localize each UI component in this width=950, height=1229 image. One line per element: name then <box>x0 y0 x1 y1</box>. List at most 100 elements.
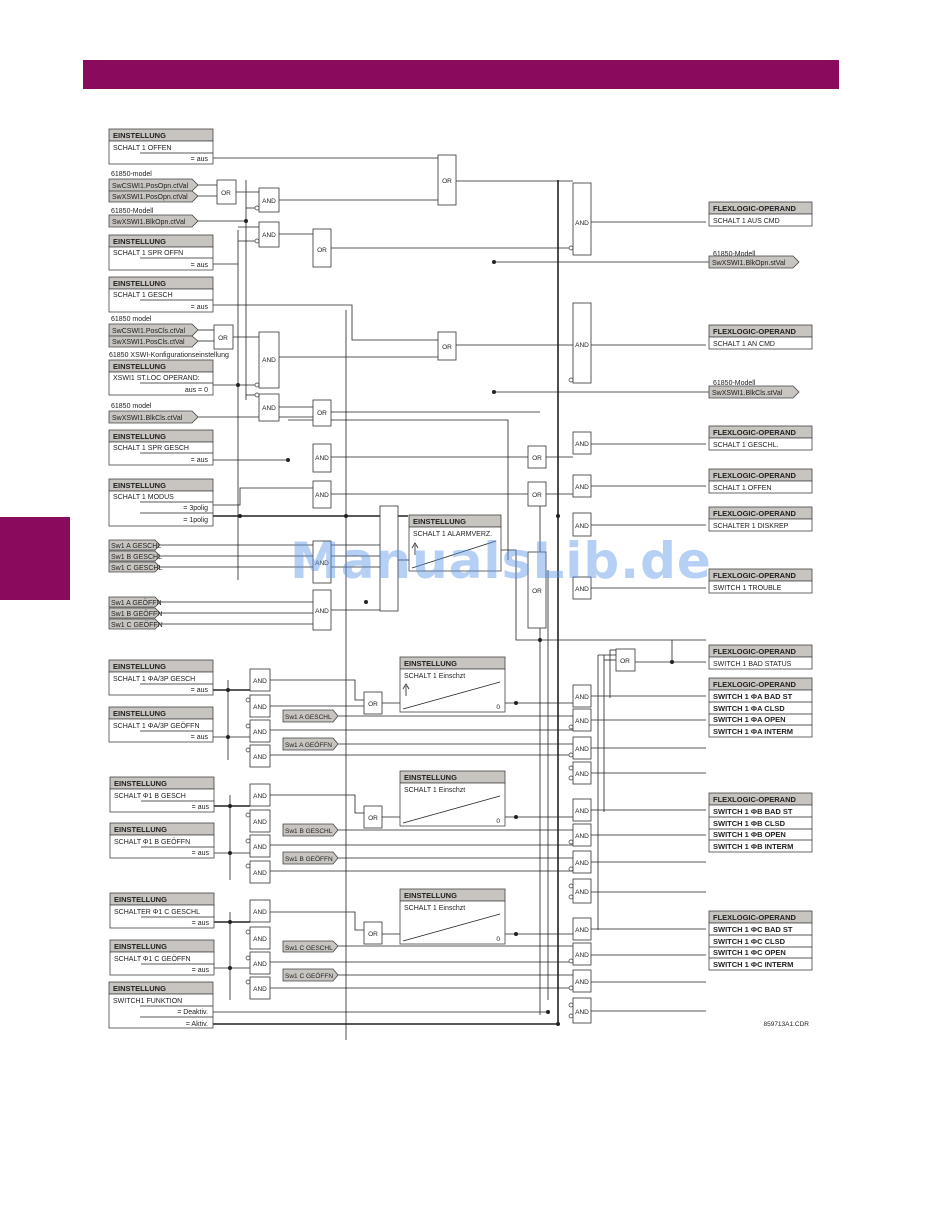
gate-label: OR <box>532 588 542 595</box>
tag-sw1-a-geoffn: Sw1 A GEÖFFN <box>282 737 339 751</box>
operand-header: FLEXLOGIC-OPERAND <box>713 680 797 689</box>
gate-label: AND <box>262 232 276 239</box>
input-label: SwXSWI1.BlkCls.ctVal <box>112 415 183 422</box>
setting-title: SWITCH1 FUNKTION <box>113 998 182 1005</box>
and-gate: AND <box>245 694 271 718</box>
input-label: SwXSWI1.BlkOpn.ctVal <box>112 219 186 226</box>
and-gate: AND <box>568 708 592 732</box>
and-gate: AND <box>249 783 271 807</box>
timer-header: EINSTELLUNG <box>404 659 457 668</box>
and-gate: AND <box>245 951 271 975</box>
setting-title: SCHALT 1 GESCH <box>113 292 173 299</box>
output-blk-cls: SwXSWI1.BlkCls.stVal <box>708 385 800 399</box>
input-label: SwCSWI1.PosOpn.ctVal <box>112 183 189 190</box>
and-gate: AND <box>245 719 271 743</box>
setting-box-phase-a-geoffn: EINSTELLUNG SCHALT 1 ΦA/3P GEÖFFN = aus <box>108 706 214 743</box>
gate-label: OR <box>368 931 378 938</box>
timer-header: EINSTELLUNG <box>404 891 457 900</box>
gate-label: AND <box>315 492 329 499</box>
setting-title: SCHALT 1 SPR GESCH <box>113 445 189 452</box>
operand-bad-status: FLEXLOGIC-OPERAND SWITCH 1 BAD STATUS <box>708 644 813 670</box>
and-gate: AND <box>568 969 592 993</box>
setting-header: EINSTELLUNG <box>114 825 167 834</box>
and-gate: AND <box>245 926 271 950</box>
setting-value: = aus <box>192 967 210 974</box>
or-gate: OR <box>312 399 332 427</box>
operand-header: FLEXLOGIC-OPERAND <box>713 571 797 580</box>
setting-title: SCHALT Φ1 C GEÖFFN <box>114 955 191 963</box>
gate-label: AND <box>575 441 589 448</box>
setting-value: aus = 0 <box>185 387 208 394</box>
setting-box-schalt1-gesch: EINSTELLUNG SCHALT 1 GESCH = aus <box>108 276 214 313</box>
operand-header: FLEXLOGIC-OPERAND <box>713 795 797 804</box>
model-label: 61850 XSWI-Konfigurationseinstellung <box>109 352 229 359</box>
gate-label: AND <box>575 808 589 815</box>
input-blk-cls: SwXSWI1.BlkCls.ctVal <box>108 410 199 424</box>
input-sw1-a-geoffn: Sw1 A GEÖFFN <box>108 596 162 608</box>
setting-box-phase-b-gesch: EINSTELLUNG SCHALT Φ1 B GESCH = aus <box>109 776 215 813</box>
gate-label: OR <box>317 247 327 254</box>
tag-label: Sw1 C GEÖFFN <box>285 972 333 980</box>
gate-label: AND <box>575 860 589 867</box>
operand-item: SWITCH 1 ΦC BAD ST <box>713 925 793 934</box>
operand-item: SWITCH 1 ΦC INTERM <box>713 960 793 969</box>
operand-header: FLEXLOGIC-OPERAND <box>713 428 797 437</box>
timer-header: EINSTELLUNG <box>413 517 466 526</box>
figure-code: 859713A1.CDR <box>763 1021 809 1028</box>
output-label: SwXSWI1.BlkCls.stVal <box>712 390 783 397</box>
model-label: 61850-model <box>111 171 152 178</box>
gate-label: AND <box>253 754 267 761</box>
setting-header: EINSTELLUNG <box>113 362 166 371</box>
model-label: 61850-Modell <box>713 380 756 387</box>
tag-sw1-a-geschl: Sw1 A GESCHL <box>282 709 339 723</box>
tag-label: Sw1 B GESCHL <box>285 828 333 835</box>
output-label: SwXSWI1.BlkOpn.stVal <box>712 260 786 267</box>
and-gate: AND <box>572 431 592 455</box>
setting-value: = aus <box>192 850 210 857</box>
gate-label: AND <box>575 746 589 753</box>
gate-label: AND <box>575 718 589 725</box>
tag-sw1-b-geschl: Sw1 B GESCHL <box>282 823 339 837</box>
setting-title: SCHALT 1 MODUS <box>113 494 174 501</box>
timer-title: SCHALT 1 Einschzt <box>404 673 465 680</box>
setting-title: SCHALT Φ1 B GEÖFFN <box>114 838 190 846</box>
input-sw1-a-geschl: Sw1 A GESCHL <box>108 539 161 551</box>
operand-item: SCHALTER 1 DISKREP <box>713 523 789 530</box>
gate-label: OR <box>442 344 452 351</box>
gate-label: OR <box>532 455 542 462</box>
operand-geschl: FLEXLOGIC-OPERAND SCHALT 1 GESCHL. <box>708 425 813 451</box>
input-blk-opn: SwXSWI1.BlkOpn.ctVal <box>108 214 199 228</box>
input-sw1-c-geoffn: Sw1 C GEÖFFN <box>108 618 163 630</box>
operand-item: SWITCH 1 ΦB INTERM <box>713 842 793 851</box>
operand-item: SWITCH 1 ΦA INTERM <box>713 727 793 736</box>
setting-box-schalt1-offen: EINSTELLUNG SCHALT 1 OFFEN = aus <box>108 128 214 165</box>
setting-box-phase-a-gesch: EINSTELLUNG SCHALT 1 ΦA/3P GESCH = aus <box>108 659 214 696</box>
or-gate: OR <box>527 481 547 507</box>
timer-title: SCHALT 1 Einschzt <box>404 905 465 912</box>
setting-box-phase-b-geoffn: EINSTELLUNG SCHALT Φ1 B GEÖFFN = aus <box>109 822 215 859</box>
and-gate: AND <box>568 736 592 760</box>
or-gate: OR <box>527 445 547 469</box>
input-sw1-c-geschl: Sw1 C GESCHL <box>108 561 162 573</box>
timer-header: EINSTELLUNG <box>404 773 457 782</box>
model-label: 61850-Modell <box>111 208 154 215</box>
input-label: Sw1 A GEÖFFN <box>111 599 162 607</box>
timer-zero: 0 <box>496 936 500 943</box>
setting-value: = aus <box>192 804 210 811</box>
operand-diskrep: FLEXLOGIC-OPERAND SCHALTER 1 DISKREP <box>708 506 813 532</box>
operand-header: FLEXLOGIC-OPERAND <box>713 471 797 480</box>
setting-value: = Deaktiv. <box>177 1009 208 1016</box>
setting-value: = 3polig <box>183 505 208 512</box>
operand-item: SWITCH 1 ΦC OPEN <box>713 948 786 957</box>
setting-box-xswi1-st-loc: EINSTELLUNG XSWI1 ST.LOC OPERAND: aus = … <box>108 359 214 396</box>
and-gate: AND <box>254 392 280 422</box>
and-gate: AND <box>312 540 332 584</box>
operand-item: SWITCH 1 ΦA BAD ST <box>713 692 793 701</box>
setting-header: EINSTELLUNG <box>114 942 167 951</box>
model-label: 61850-Modell <box>713 251 756 258</box>
input-sw1-b-geoffn: Sw1 B GEÖFFN <box>108 607 162 619</box>
and-gate: AND <box>249 899 271 923</box>
timer-alarmverz: EINSTELLUNG SCHALT 1 ALARMVERZ. <box>408 514 502 572</box>
operand-aus-cmd: FLEXLOGIC-OPERAND SCHALT 1 AUS CMD <box>708 201 813 227</box>
input-label: SwCSWI1.PosCls.ctVal <box>112 328 185 335</box>
